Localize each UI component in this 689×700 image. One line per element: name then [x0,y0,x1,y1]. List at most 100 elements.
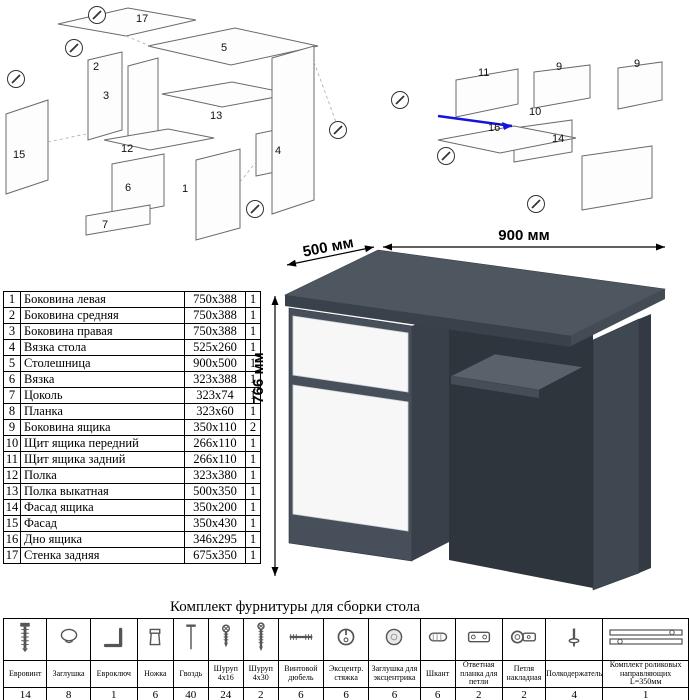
hex-key-icon [103,627,123,648]
panel-drawer-back-shape [455,68,519,118]
panel-drawer-side2-shape [617,61,663,110]
screw-glyph [441,151,451,161]
part-number: 5 [3,355,21,372]
part-size: 323x388 [184,371,246,388]
part-size: 323x74 [184,387,246,404]
hw-item-label: Ответная планка для петли [454,660,503,688]
leader-line [47,133,87,143]
screw-glyph [531,199,541,209]
hw-item-qty: 2 [242,686,279,700]
part-label: 5 [221,42,227,54]
part-name: Дно ящика [20,531,185,548]
hw-item-label: Шуруп 4x16 [207,660,244,688]
keyboard-tray[interactable] [450,353,584,391]
hw-item-qty: 24 [207,686,244,700]
hw-item-label: Комплект роликовых направляющих L=350мм [602,660,689,688]
part-name: Вязка стола [20,339,185,356]
hw-icon-cell [242,618,279,661]
hw-item-qty: 4 [545,686,604,700]
part-size: 266x110 [184,451,246,468]
dim-height-label: 766 мм [253,352,267,403]
part-name: Боковина ящика [20,419,185,436]
exploded-diagram-drawer: 11 9 9 10 16 14 [391,58,663,213]
part-size: 675x350 [184,547,246,564]
hw-item-label: Заглушка для эксцентрика [368,660,421,688]
screw-4x16-icon [221,624,230,648]
hw-item-qty: 6 [368,686,421,700]
panel-drawer-facade-shape [581,145,653,211]
part-size: 323x60 [184,403,246,420]
arrowhead [383,243,392,251]
roller-guide-highlight [437,114,513,128]
part-number: 17 [3,547,21,564]
part-name: Фасад [20,515,185,532]
hw-item-qty: 40 [172,686,209,700]
part-name: Щит ящика задний [20,451,185,468]
part-name: Фасад ящика [20,499,185,516]
hardware-label-row: Евровинт Заглушка Евроключ Ножка Гвоздь … [2,660,689,688]
screw-glyph [250,204,260,214]
panel-shelf-shape [103,128,215,151]
drawer-front[interactable] [292,315,409,393]
hw-item-qty: 1 [89,686,138,700]
part-number: 12 [3,467,21,484]
part-size: 750x388 [184,291,246,308]
hw-item-qty: 6 [136,686,174,700]
hw-item-qty: 2 [501,686,547,700]
part-number: 10 [3,435,21,452]
hw-item-label: Заглушка [46,660,91,688]
panel-middle-side-shape [87,51,123,141]
part-label: 9 [634,58,640,70]
part-size: 900x500 [184,355,246,372]
part-qty: 1 [245,467,261,484]
part-number: 7 [3,387,21,404]
part-size: 750x388 [184,323,246,340]
dim-width-label: 900 мм [498,228,549,244]
part-qty: 1 [245,547,261,564]
arrowhead [271,567,279,576]
panel-plinth-shape [85,204,151,236]
part-number: 14 [3,499,21,516]
part-name: Боковина средняя [20,307,185,324]
hw-item-qty: 6 [277,686,325,700]
part-size: 350x200 [184,499,246,516]
hw-icon-cell [323,618,370,661]
part-name: Вязка [20,371,185,388]
wood-dowel-icon [428,632,447,642]
arrowhead [287,259,297,267]
part-number: 4 [3,339,21,356]
part-name: Боковина левая [20,291,185,308]
part-label: 12 [121,143,133,155]
part-number: 9 [3,419,21,436]
part-name: Столешница [20,355,185,372]
hw-item-label: Петля накладная [501,660,547,688]
hw-item-qty: 2 [454,686,503,700]
part-number: 16 [3,531,21,548]
desk-pedestal-side [412,308,449,561]
hw-item-qty: 6 [323,686,370,700]
part-label: 10 [529,106,541,118]
part-label: 1 [182,183,188,195]
door-front[interactable] [292,384,409,532]
hw-icon-cell [46,618,91,661]
part-number: 1 [3,291,21,308]
part-name: Полка [20,467,185,484]
part-label: 15 [13,149,25,161]
arrowhead [271,296,279,305]
part-label: 16 [488,122,500,134]
panel-drawer-side-shape [533,64,591,109]
cam-lock-icon [337,628,355,646]
leader-line [313,61,337,123]
hardware-kit-table: Евровинт Заглушка Евроключ Ножка Гвоздь … [2,618,689,700]
part-size: 750x388 [184,307,246,324]
panel-left-side-shape [195,148,241,241]
